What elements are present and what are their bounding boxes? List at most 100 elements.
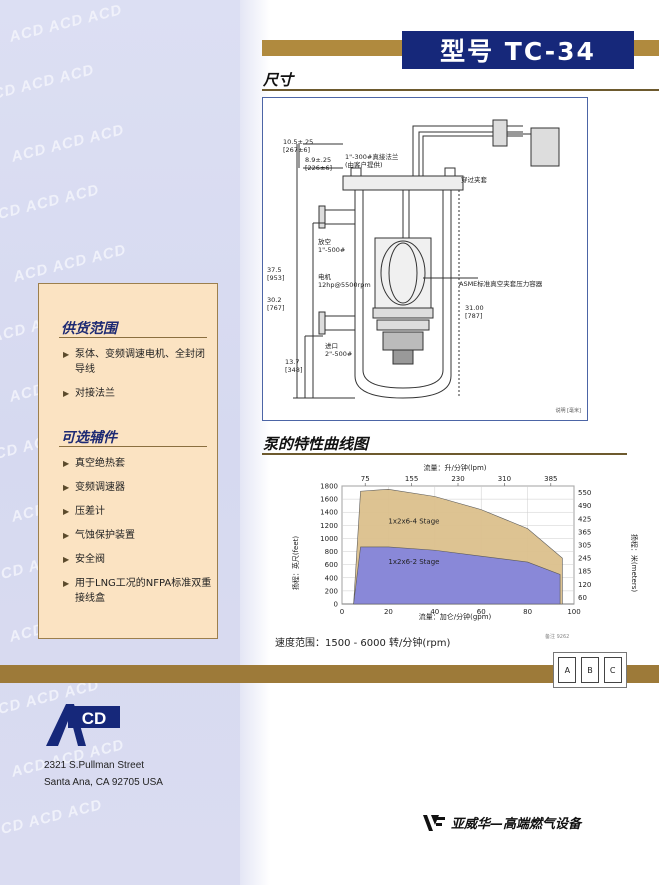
height-37-5: 37.5	[267, 266, 282, 274]
scope-list: ▶泵体、变频调速电机、全封闭导线 ▶对接法兰	[63, 347, 213, 410]
brand-footer: 亚威华—高端燃气设备	[423, 813, 581, 832]
height-37-5-mm: [953]	[267, 274, 285, 282]
dim-10-5-mm: [267±6]	[283, 146, 311, 154]
address-line-1: 2321 S.Pullman Street	[44, 760, 145, 771]
chart-ticks: 0200400600800100012001400160018006012018…	[320, 475, 591, 616]
y-axis-label: 扬程：英尺(feet)	[291, 536, 300, 591]
y2-tick-label: 245	[578, 555, 591, 563]
y-tick-label: 1800	[320, 483, 338, 491]
curve-heading: 泵的特性曲线图	[263, 435, 369, 453]
y2-tick-label: 490	[578, 502, 591, 510]
y-tick-label: 400	[325, 574, 338, 582]
x-tick-label: 80	[523, 608, 532, 616]
pump-curve-chart: 流量：升/分钟(lpm) 020040060080010001200140016…	[291, 463, 639, 621]
pump-dimension-drawing	[293, 119, 560, 399]
dimension-drawing-frame: 10.5±.25 [267±6] 8.9±.25 [226±6] 1"-300#…	[262, 97, 588, 421]
scope-item: ▶泵体、变频调速电机、全封闭导线	[63, 349, 205, 375]
x-tick-label: 20	[384, 608, 393, 616]
vf-logo-icon	[423, 814, 445, 831]
address-line-2: Santa Ana, CA 92705 USA	[44, 777, 163, 788]
cert-c-icon: C	[603, 657, 622, 683]
x-tick-label: 40	[430, 608, 439, 616]
top-tick-label: 155	[405, 475, 418, 483]
inlet-size: 2"-500#	[325, 350, 353, 358]
y-tick-label: 0	[334, 601, 338, 609]
dimensions-rule	[262, 89, 659, 91]
cert-a-icon: A	[558, 657, 577, 683]
height-30-2: 30.2	[267, 296, 282, 304]
height-13-7-mm: [348]	[285, 366, 303, 374]
certification-badges: A B C	[553, 652, 627, 688]
option-item: ▶压差计	[63, 506, 105, 517]
x-tick-label: 60	[477, 608, 486, 616]
y2-tick-label: 550	[578, 489, 591, 497]
series-label-2: 1x2x6-2 Stage	[388, 558, 439, 566]
cert-b-icon: B	[580, 657, 599, 683]
y2-tick-label: 60	[578, 594, 587, 602]
option-item: ▶用于LNG工况的NFPA标准双重接线盒	[63, 578, 212, 604]
height-31-0: 31.00	[465, 304, 484, 312]
series-label-1: 1x2x6-4 Stage	[388, 518, 439, 526]
flange-note: (由客户提供)	[345, 161, 383, 169]
flange-label: 1"-300#真接法兰	[345, 153, 399, 161]
y-tick-label: 1400	[320, 509, 338, 517]
option-item: ▶气蚀保护装置	[63, 530, 135, 541]
options-heading: 可选辅件	[61, 430, 117, 446]
top-tick-label: 230	[451, 475, 464, 483]
chart-note: 备注 9262	[545, 634, 570, 640]
y-tick-label: 1600	[320, 496, 338, 504]
height-31-0-mm: [787]	[465, 312, 483, 320]
top-tick-label: 385	[544, 475, 557, 483]
scope-rule	[59, 337, 207, 338]
x-axis-label: 流量：加仑/分钟(gpm)	[419, 612, 492, 621]
drawing-note: 说明 [毫米]	[555, 408, 582, 414]
series-area-2	[353, 546, 561, 605]
model-title: 型号 TC-34	[402, 31, 634, 69]
scope-item: ▶对接法兰	[63, 388, 115, 399]
acd-logo-icon: CD	[46, 704, 120, 746]
y2-axis-label: 扬程：米(meters)	[630, 534, 639, 592]
y2-tick-label: 185	[578, 568, 591, 576]
bottom-band	[0, 665, 659, 683]
scope-box: 供货范围 ▶泵体、变频调速电机、全封闭导线 ▶对接法兰 可选辅件 ▶真空绝热套 …	[38, 283, 218, 639]
chart-areas	[353, 488, 563, 605]
y2-tick-label: 365	[578, 528, 591, 536]
option-item: ▶真空绝热套	[63, 458, 125, 469]
y-tick-label: 1000	[320, 535, 338, 543]
top-tick-label: 75	[361, 475, 370, 483]
top-axis-label: 流量：升/分钟(lpm)	[423, 463, 486, 472]
dim-8-9-mm: [226±6]	[305, 164, 333, 172]
x-tick-label: 100	[567, 608, 580, 616]
y-tick-label: 800	[325, 548, 338, 556]
top-tick-label: 310	[498, 475, 511, 483]
options-rule	[59, 446, 207, 447]
svg-text:CD: CD	[82, 709, 107, 728]
y2-tick-label: 305	[578, 542, 591, 550]
vent-size: 1"-500#	[318, 246, 346, 254]
vessel-label: ASME标准真空夹套压力容器	[459, 280, 543, 288]
series-labels: 1x2x6-4 Stage 1x2x6-2 Stage	[388, 518, 439, 566]
dimensions-heading: 尺寸	[263, 71, 294, 89]
option-item: ▶变频调速器	[63, 482, 125, 493]
y-tick-label: 200	[325, 587, 338, 595]
curve-rule	[262, 453, 627, 455]
company-address: 2321 S.Pullman Street Santa Ana, CA 9270…	[44, 757, 163, 791]
options-list: ▶真空绝热套 ▶变频调速器 ▶压差计 ▶气蚀保护装置 ▶安全阀 ▶用于LNG工况…	[63, 456, 213, 615]
x-tick-label: 0	[340, 608, 344, 616]
dim-10-5: 10.5±.25	[283, 138, 314, 146]
brand-text: 亚威华—高端燃气设备	[451, 817, 582, 832]
height-30-2-mm: [767]	[267, 304, 285, 312]
y2-tick-label: 120	[578, 581, 591, 589]
motor-label: 电机	[318, 273, 331, 281]
rpm-range: 速度范围：1500 - 6000 转/分钟(rpm)	[275, 638, 451, 649]
y-tick-label: 1200	[320, 522, 338, 530]
scope-heading: 供货范围	[61, 321, 117, 337]
inlet-label: 进口	[325, 342, 338, 350]
vent-label: 放空	[318, 238, 331, 246]
height-13-7: 13.7	[285, 358, 300, 366]
option-item: ▶安全阀	[63, 554, 105, 565]
motor-spec: 12hp@5500rpm	[318, 281, 371, 289]
clamp-label: 穿过夹套	[461, 176, 487, 184]
y2-tick-label: 425	[578, 515, 591, 523]
dim-8-9: 8.9±.25	[305, 156, 332, 164]
